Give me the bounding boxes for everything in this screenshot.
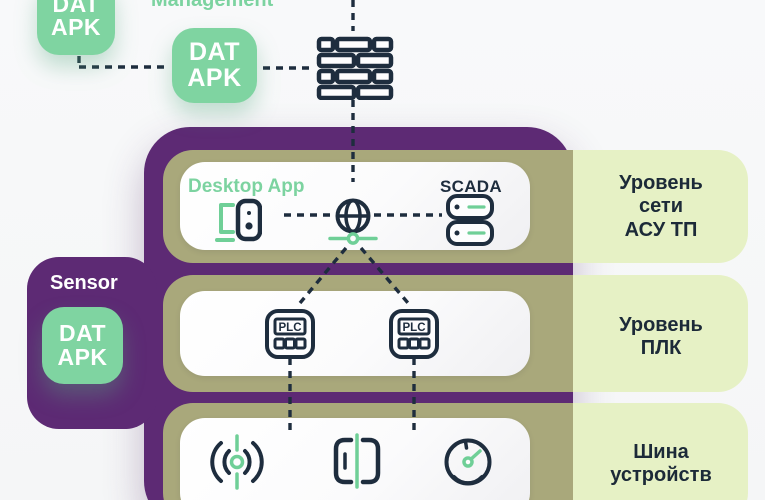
level-label-network: Уровень сети АСУ ТП: [619, 172, 703, 241]
dat-apk-badge-primary: DAT APK: [172, 28, 257, 103]
plc-icon: PLC: [265, 309, 315, 359]
scada-label: SCADA: [440, 177, 502, 196]
globe-network-icon: [328, 198, 378, 245]
level-label-plc: Уровень ПЛК: [619, 314, 703, 360]
desktop-app-label: Desktop App: [188, 176, 305, 197]
wireless-sensor-icon: [210, 434, 264, 490]
sensor-label: Sensor: [50, 272, 118, 294]
dat-apk-badge-secondary: DAT APK: [37, 0, 115, 55]
dashed-connector-globe-plc1: [298, 246, 348, 305]
firewall-icon: [316, 36, 394, 100]
gauge-icon: [444, 438, 492, 486]
panel-plc-row: [180, 291, 530, 376]
level-label-device-bus: Шина устройств: [610, 441, 712, 487]
plc-icon: PLC: [389, 309, 439, 359]
dashed-connector-globe-plc2: [359, 246, 410, 305]
plc-text: PLC: [279, 322, 302, 334]
desktop-app-icon: [215, 198, 262, 242]
dat-apk-badge-sensor: DAT APK: [42, 307, 123, 384]
sensor-tab: Sensor DAT APK: [27, 257, 157, 429]
device-io-icon: [333, 433, 381, 489]
management-label: Management: [151, 0, 274, 11]
scada-server-icon: [446, 194, 494, 246]
plc-text: PLC: [403, 322, 426, 334]
